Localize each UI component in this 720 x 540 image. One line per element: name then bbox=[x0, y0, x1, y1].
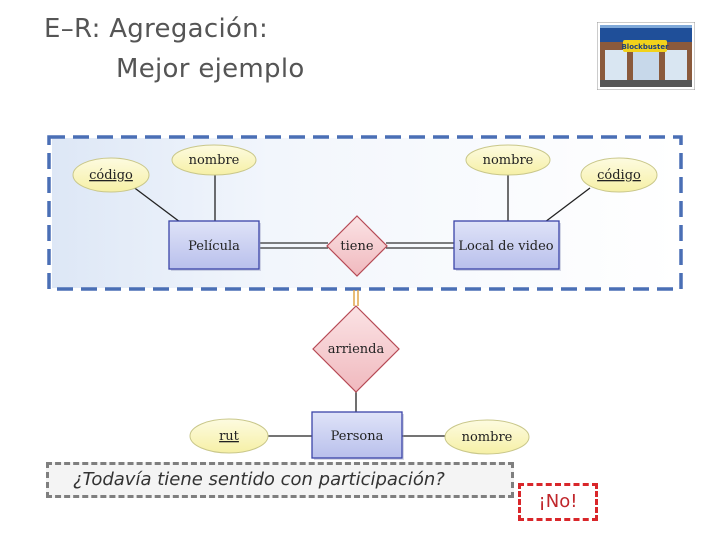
attribute-codigo-local-label: código bbox=[597, 168, 641, 183]
relationship-tiene: tiene bbox=[326, 215, 388, 277]
entity-pelicula-label: Película bbox=[188, 239, 240, 254]
store-sign-text: Blockbuster bbox=[621, 43, 669, 51]
entity-persona: Persona bbox=[311, 411, 404, 460]
question-box: ¿Todavía tiene sentido con participación… bbox=[46, 462, 514, 498]
entity-persona-label: Persona bbox=[331, 429, 384, 444]
entity-local-label: Local de video bbox=[458, 239, 553, 254]
line-codigo-local bbox=[544, 187, 591, 223]
line-codigo-pelicula bbox=[131, 185, 181, 223]
attribute-nombre-persona: nombre bbox=[444, 419, 530, 455]
relationship-tiene-label: tiene bbox=[340, 239, 373, 254]
entity-local-de-video: Local de video bbox=[453, 220, 561, 271]
video-store-photo-icon: Blockbuster bbox=[597, 22, 695, 90]
relationship-arrienda: arrienda bbox=[312, 305, 400, 393]
attribute-nombre-local-label: nombre bbox=[483, 153, 534, 168]
attribute-rut: rut bbox=[189, 418, 269, 454]
slide-title-line-1: E–R: Agregación: bbox=[44, 14, 269, 44]
attribute-rut-label: rut bbox=[219, 429, 240, 444]
attribute-nombre-pelicula-label: nombre bbox=[189, 153, 240, 168]
answer-box: ¡No! bbox=[518, 483, 598, 521]
relationship-arrienda-label: arrienda bbox=[328, 342, 385, 357]
attribute-codigo-pelicula-label: código bbox=[89, 168, 133, 183]
aggregation-border bbox=[47, 135, 683, 291]
attribute-nombre-pelicula: nombre bbox=[171, 144, 257, 176]
entity-pelicula: Película bbox=[168, 220, 261, 271]
attribute-codigo-local: código bbox=[580, 157, 658, 193]
attribute-nombre-local: nombre bbox=[465, 144, 551, 176]
attribute-nombre-persona-label: nombre bbox=[462, 430, 513, 445]
attribute-codigo-pelicula: código bbox=[72, 157, 150, 193]
slide-title-line-2: Mejor ejemplo bbox=[116, 54, 305, 84]
